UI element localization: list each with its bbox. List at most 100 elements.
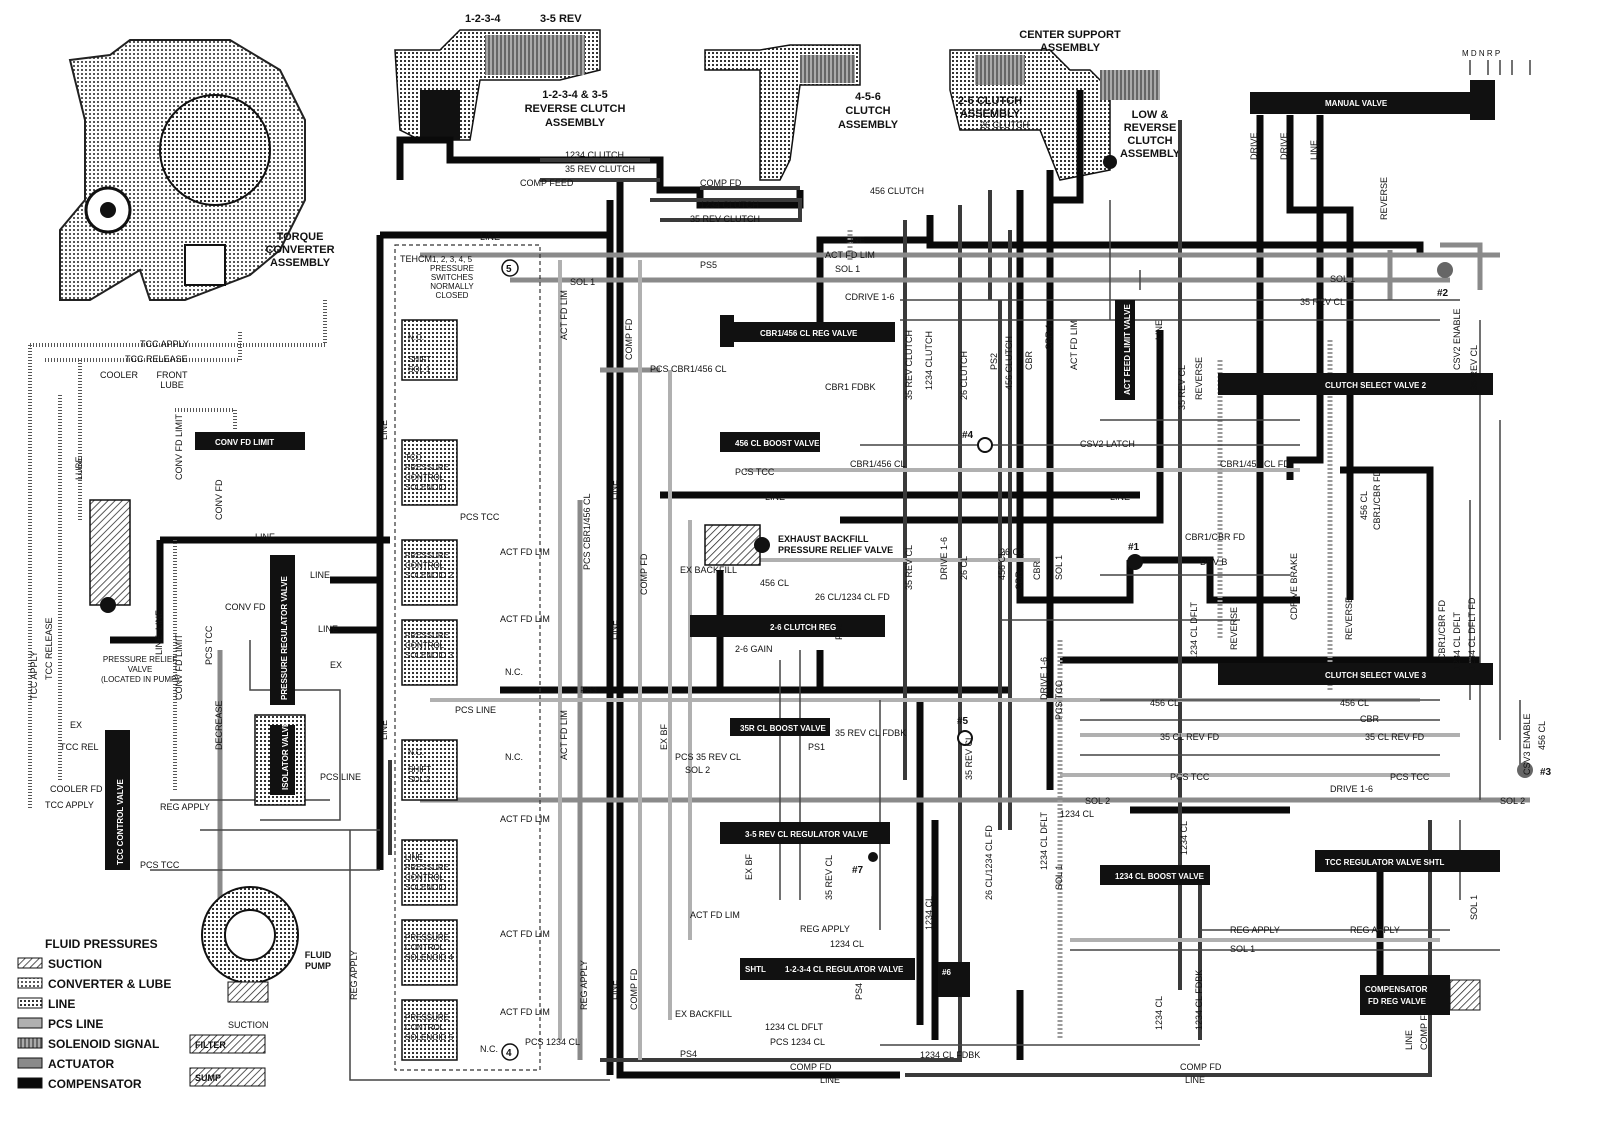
diagram-label: TCC (405, 453, 422, 462)
diagram-label: LINE (310, 570, 330, 580)
diagram-label: CSV2 LATCH (1080, 439, 1135, 449)
legend-item-actuator: ACTUATOR (17, 1057, 115, 1071)
diagram-label: SOLENOID 5 (405, 1033, 454, 1042)
passage-labels: 1234 CLUTCH 35 REV CLUTCH COMP FEED COMP… (29, 120, 1547, 1085)
diagram-label: 3-5 REV CL REGULATOR VALVE (745, 830, 868, 839)
diagram-label: DRIVE (1249, 132, 1259, 160)
diagram-label: REG APPLY (579, 960, 589, 1010)
converter-lube-circuit (28, 300, 327, 810)
diagram-label: ACT FD LIM (690, 910, 740, 920)
check-ball-6: #6 (938, 962, 970, 997)
legend-item-pcs-line: PCS LINE (17, 1017, 103, 1031)
diagram-label: PCS TCC (735, 467, 775, 477)
diagram-label: PCS TCC (1170, 772, 1210, 782)
diagram-label: TCC RELEASE (44, 617, 54, 680)
diagram-label: PRESSURE (405, 933, 449, 942)
diagram-label: LINE (480, 232, 500, 242)
legend: FLUID PRESSURES SUCTION CONVERTER & LUBE… (17, 937, 171, 1091)
diagram-label: ACT FD LIM (500, 1007, 550, 1017)
diagram-label: 35 REV CLUTCH (690, 214, 760, 224)
diagram-label: PCS 35 REV CL (675, 752, 741, 762)
diagram-label: PCS 1234 CL (525, 1037, 580, 1047)
diagram-label: 2-6 CLUTCH REG (770, 623, 836, 632)
diagram-label: EX (70, 720, 82, 730)
diagram-label: 456 CL (1537, 721, 1547, 750)
diagram-label: 456 CL (760, 578, 789, 588)
tcc-control-valve: TCC CONTROL VALVE (105, 730, 130, 870)
diagram-label: 26 CLUTCH (980, 120, 1029, 130)
diagram-label: CSV2 ENABLE (1452, 308, 1462, 370)
diagram-label: CONV FD LIMIT (215, 438, 274, 447)
diagram-label: #5 (957, 716, 969, 727)
diagram-label: SOL 1 (1330, 274, 1355, 284)
diagram-label: #6 (942, 968, 951, 977)
diagram-label: COMP FD (1180, 1062, 1222, 1072)
diagram-label: CBR 1 (1044, 323, 1054, 350)
diagram-label: 26 CL/1234 CL FD (815, 592, 890, 602)
diagram-label: #3 (1540, 767, 1552, 778)
diagram-label: SOL 2 (1085, 796, 1110, 806)
diagram-label: PCS CBR1/456 CL (650, 364, 727, 374)
solenoid-circuit (847, 230, 1333, 1040)
diagram-label: EX BF (744, 853, 754, 880)
diagram-label: CBR (1014, 570, 1024, 590)
diagram-label: REVERSE (1344, 597, 1354, 640)
check-ball-markers: #1 #2 #3 #4 #5 #7 (852, 262, 1552, 876)
diagram-label: SOL 1 (408, 365, 431, 374)
diagram-label: CBR1/CBR FD (1372, 469, 1382, 530)
prnd-label: M D N R P (1462, 49, 1500, 58)
diagram-label: 456 CLUTCH (870, 186, 924, 196)
diagram-label: ACT FD LIM (500, 614, 550, 624)
diagram-label: N.C. (505, 752, 523, 762)
diagram-label: LINE (1309, 140, 1319, 160)
diagram-label: 1234 CL (924, 896, 934, 930)
diagram-label: 5 (506, 264, 512, 275)
diagram-label: N.C. (480, 1044, 498, 1054)
diagram-label: LINE (609, 480, 619, 500)
diagram-label: DRIVE (1279, 132, 1289, 160)
legend-item-line: LINE (17, 997, 75, 1011)
diagram-label: CSV3 ENABLE (1522, 713, 1532, 775)
diagram-label: TCC CONTROL VALVE (116, 779, 125, 865)
diagram-label: SOL 1 (570, 277, 595, 287)
diagram-label: PRESSURE (405, 551, 449, 560)
diagram-label: 35 REV CL (1300, 297, 1345, 307)
legend-item-suction: SUCTION (17, 957, 102, 971)
diagram-label: EX (330, 660, 342, 670)
diagram-label: 1234 CL DFLT FD (1467, 597, 1477, 670)
diagram-label: CONV FD (214, 479, 224, 520)
diagram-label: COMP FEED (520, 178, 574, 188)
actuator-circuit (217, 242, 1530, 1060)
cbr1-456-reg-valve: CBR1/456 CL REG VALVE (720, 315, 895, 347)
act-feed-limit-valve: ACT FEED LIMIT VALVE (1115, 300, 1135, 400)
compensator-fd-reg-valve: COMPENSATOR FD REG VALVE (1360, 975, 1481, 1015)
diagram-label: 1234 CL (830, 939, 864, 949)
diagram-label: SOLENOID (405, 483, 447, 492)
diagram-label: LINE (255, 532, 275, 542)
diagram-label: LINE (1185, 1075, 1205, 1085)
pressure-regulator-valve: PRESSURE REGULATOR VALVE (270, 555, 295, 705)
diagram-label: 1234 CL DFLT (1452, 611, 1462, 670)
diagram-label: COMP FD (629, 968, 639, 1010)
diagram-label: ACT FEED LIMIT VALVE (1123, 304, 1132, 395)
diagram-label: PS3 (580, 685, 597, 695)
diagram-label: 1234 CL (1060, 809, 1094, 819)
diagram-label: CONTROL (405, 561, 445, 570)
diagram-label: LINE (379, 720, 389, 740)
diagram-label: 35 REV CL (1469, 345, 1479, 390)
diagram-label: FILTER (195, 1040, 226, 1050)
diagram-label: PRESSURE RELIEF VALVE (778, 545, 893, 555)
